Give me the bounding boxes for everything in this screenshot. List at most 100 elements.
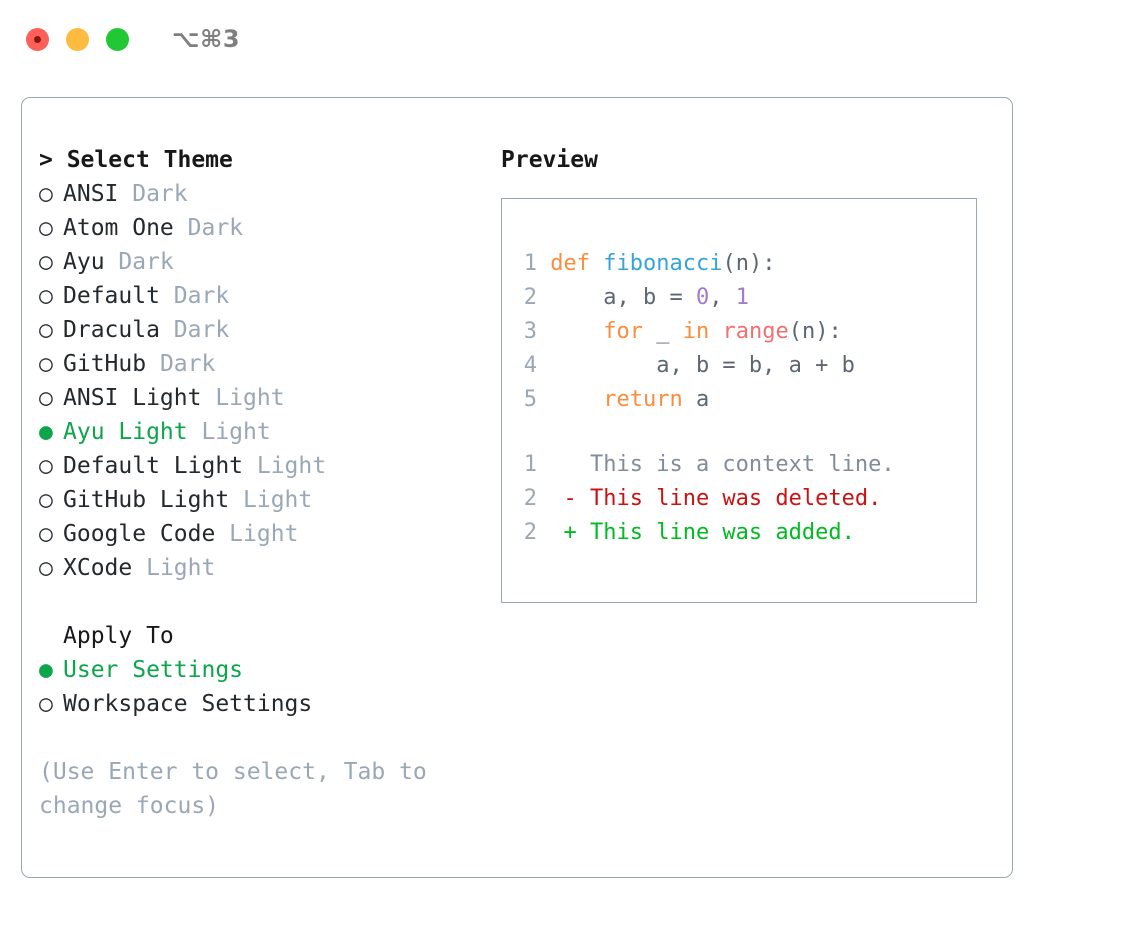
theme-name: Dracula — [63, 317, 160, 343]
theme-name: GitHub — [63, 351, 147, 377]
diff-line-content: - This line was deleted. — [537, 486, 882, 511]
code-line-content: return a — [537, 387, 709, 412]
preview-panel: Preview 1 def fibonacci(n):2 a, b = 0, 1… — [501, 143, 991, 603]
theme-name: Google Code — [63, 521, 216, 547]
preview-title: Preview — [501, 147, 598, 173]
theme-kind-badge: Dark — [146, 351, 216, 377]
theme-name: Default — [63, 283, 160, 309]
apply-to-label: User Settings — [63, 657, 244, 683]
theme-list-item[interactable]: ○ Default Dark — [39, 279, 479, 313]
theme-list-item[interactable]: ○ANSI Dark — [39, 177, 479, 211]
code-token-plain: a — [682, 387, 710, 412]
theme-kind-badge: Light — [132, 555, 216, 581]
code-token-plain: (n): — [788, 319, 842, 344]
theme-kind-badge: Dark — [159, 283, 230, 309]
theme-list-item[interactable]: ○ Atom One Dark — [39, 211, 479, 245]
diff-sample: 1 This is a context line. 2 - This line w… — [507, 448, 976, 550]
code-line-content: a, b = 0, 1 — [537, 285, 749, 310]
code-token-keyword: return — [603, 387, 683, 412]
code-token-number: 0 — [695, 285, 710, 310]
theme-kind-badge: Dark — [173, 215, 244, 241]
code-diff-spacer — [507, 417, 976, 448]
code-line-number: 1 — [523, 251, 537, 276]
code-line: 1 def fibonacci(n): — [507, 247, 976, 281]
radio-unselected-icon: ○ — [39, 249, 53, 275]
keyboard-hint: (Use Enter to select, Tab to change focu… — [39, 759, 441, 819]
code-line-number: 5 — [523, 387, 537, 412]
theme-name: Atom One — [63, 215, 174, 241]
diff-line-content: This is a context line. — [537, 452, 895, 477]
code-token-plain — [550, 387, 603, 412]
code-token-plain: a, b = — [550, 285, 696, 310]
code-token-plain — [709, 319, 722, 344]
apply-to-item[interactable]: ○ Workspace Settings — [39, 687, 479, 721]
code-line-number: 2 — [523, 285, 537, 310]
code-token-plain: (n): — [722, 251, 776, 276]
code-token-plain — [550, 319, 603, 344]
minimize-button-icon[interactable] — [66, 27, 89, 51]
theme-list-item[interactable]: ○ Google Code Light — [39, 517, 479, 551]
radio-selected-icon: ● — [39, 657, 53, 683]
diff-line-number: 1 — [523, 452, 537, 477]
heading-prefix: > — [39, 147, 67, 173]
radio-unselected-icon: ○ — [39, 555, 53, 581]
code-token-keyword: in — [682, 319, 710, 344]
code-line: 5 return a — [507, 383, 976, 417]
theme-list-item[interactable]: ○ANSI Light Light — [39, 381, 479, 415]
theme-name: Default Light — [63, 453, 244, 479]
apply-to-item[interactable]: ● User Settings — [39, 653, 479, 687]
theme-name: ANSI Light — [63, 385, 202, 411]
apply-to-title: Apply To — [63, 623, 174, 649]
code-token-keyword: for — [603, 319, 643, 344]
code-line-number: 4 — [523, 353, 537, 378]
theme-kind-badge: Light — [215, 521, 299, 547]
theme-list-item[interactable]: ○GitHub Light Light — [39, 483, 479, 517]
code-token-plain: , — [709, 285, 736, 310]
code-line: 2 a, b = 0, 1 — [507, 281, 976, 315]
code-token-plain: a, b = b, a + b — [550, 353, 855, 378]
code-token-function: fibonacci — [603, 251, 723, 276]
window-controls — [26, 27, 129, 51]
theme-name: Ayu — [63, 249, 105, 275]
maximize-button-icon[interactable] — [106, 27, 129, 51]
code-token-keyword: def — [550, 251, 604, 276]
theme-list-item[interactable]: ○ Dracula Dark — [39, 313, 479, 347]
apply-to-list: ● User Settings ○ Workspace Settings — [39, 653, 479, 721]
code-line-content: def fibonacci(n): — [537, 251, 775, 276]
theme-list-item[interactable]: ○ GitHub Dark — [39, 347, 479, 381]
radio-selected-icon: ● — [39, 419, 53, 445]
theme-list-item[interactable]: ●Ayu Light Light — [39, 415, 479, 449]
code-line: 3 for _ in range(n): — [507, 315, 976, 349]
code-token-number: 1 — [735, 285, 749, 310]
code-line: 4 a, b = b, a + b — [507, 349, 976, 383]
radio-unselected-icon: ○ — [39, 351, 53, 377]
radio-unselected-icon: ○ — [39, 283, 53, 309]
code-line-content: a, b = b, a + b — [537, 353, 855, 378]
title-bar: ⌥⌘3 — [0, 0, 1140, 78]
theme-name: GitHub Light — [63, 487, 230, 513]
radio-unselected-icon: ○ — [39, 691, 53, 717]
theme-kind-badge: Dark — [118, 181, 188, 207]
close-button-icon[interactable] — [26, 27, 49, 51]
radio-unselected-icon: ○ — [39, 521, 53, 547]
theme-kind-badge: Dark — [104, 249, 174, 275]
theme-kind-badge: Light — [229, 487, 313, 513]
theme-list: ○ANSI Dark ○ Atom One Dark ○ Ayu Dark ○ Defaul… — [39, 177, 479, 585]
radio-unselected-icon: ○ — [39, 215, 53, 241]
theme-list-item[interactable]: ○ Ayu Dark — [39, 245, 479, 279]
theme-list-item[interactable]: ○XCode Light — [39, 551, 479, 585]
code-token-plain: _ — [642, 319, 683, 344]
diff-line-number: 2 — [523, 520, 537, 545]
page-title: Select Theme — [66, 147, 233, 173]
radio-unselected-icon: ○ — [39, 317, 53, 343]
radio-unselected-icon: ○ — [39, 453, 53, 479]
theme-list-item[interactable]: ○Default Light Light — [39, 449, 479, 483]
theme-kind-badge: Dark — [159, 317, 230, 343]
diff-line: 2 + This line was added. — [507, 516, 976, 550]
apply-to-label: Workspace Settings — [63, 691, 313, 717]
diff-line: 2 - This line was deleted. — [507, 482, 976, 516]
theme-selector-panel: > Select Theme ○ANSI Dark○Atom One Dark○… — [39, 143, 479, 823]
code-token-builtin: range — [722, 319, 789, 344]
